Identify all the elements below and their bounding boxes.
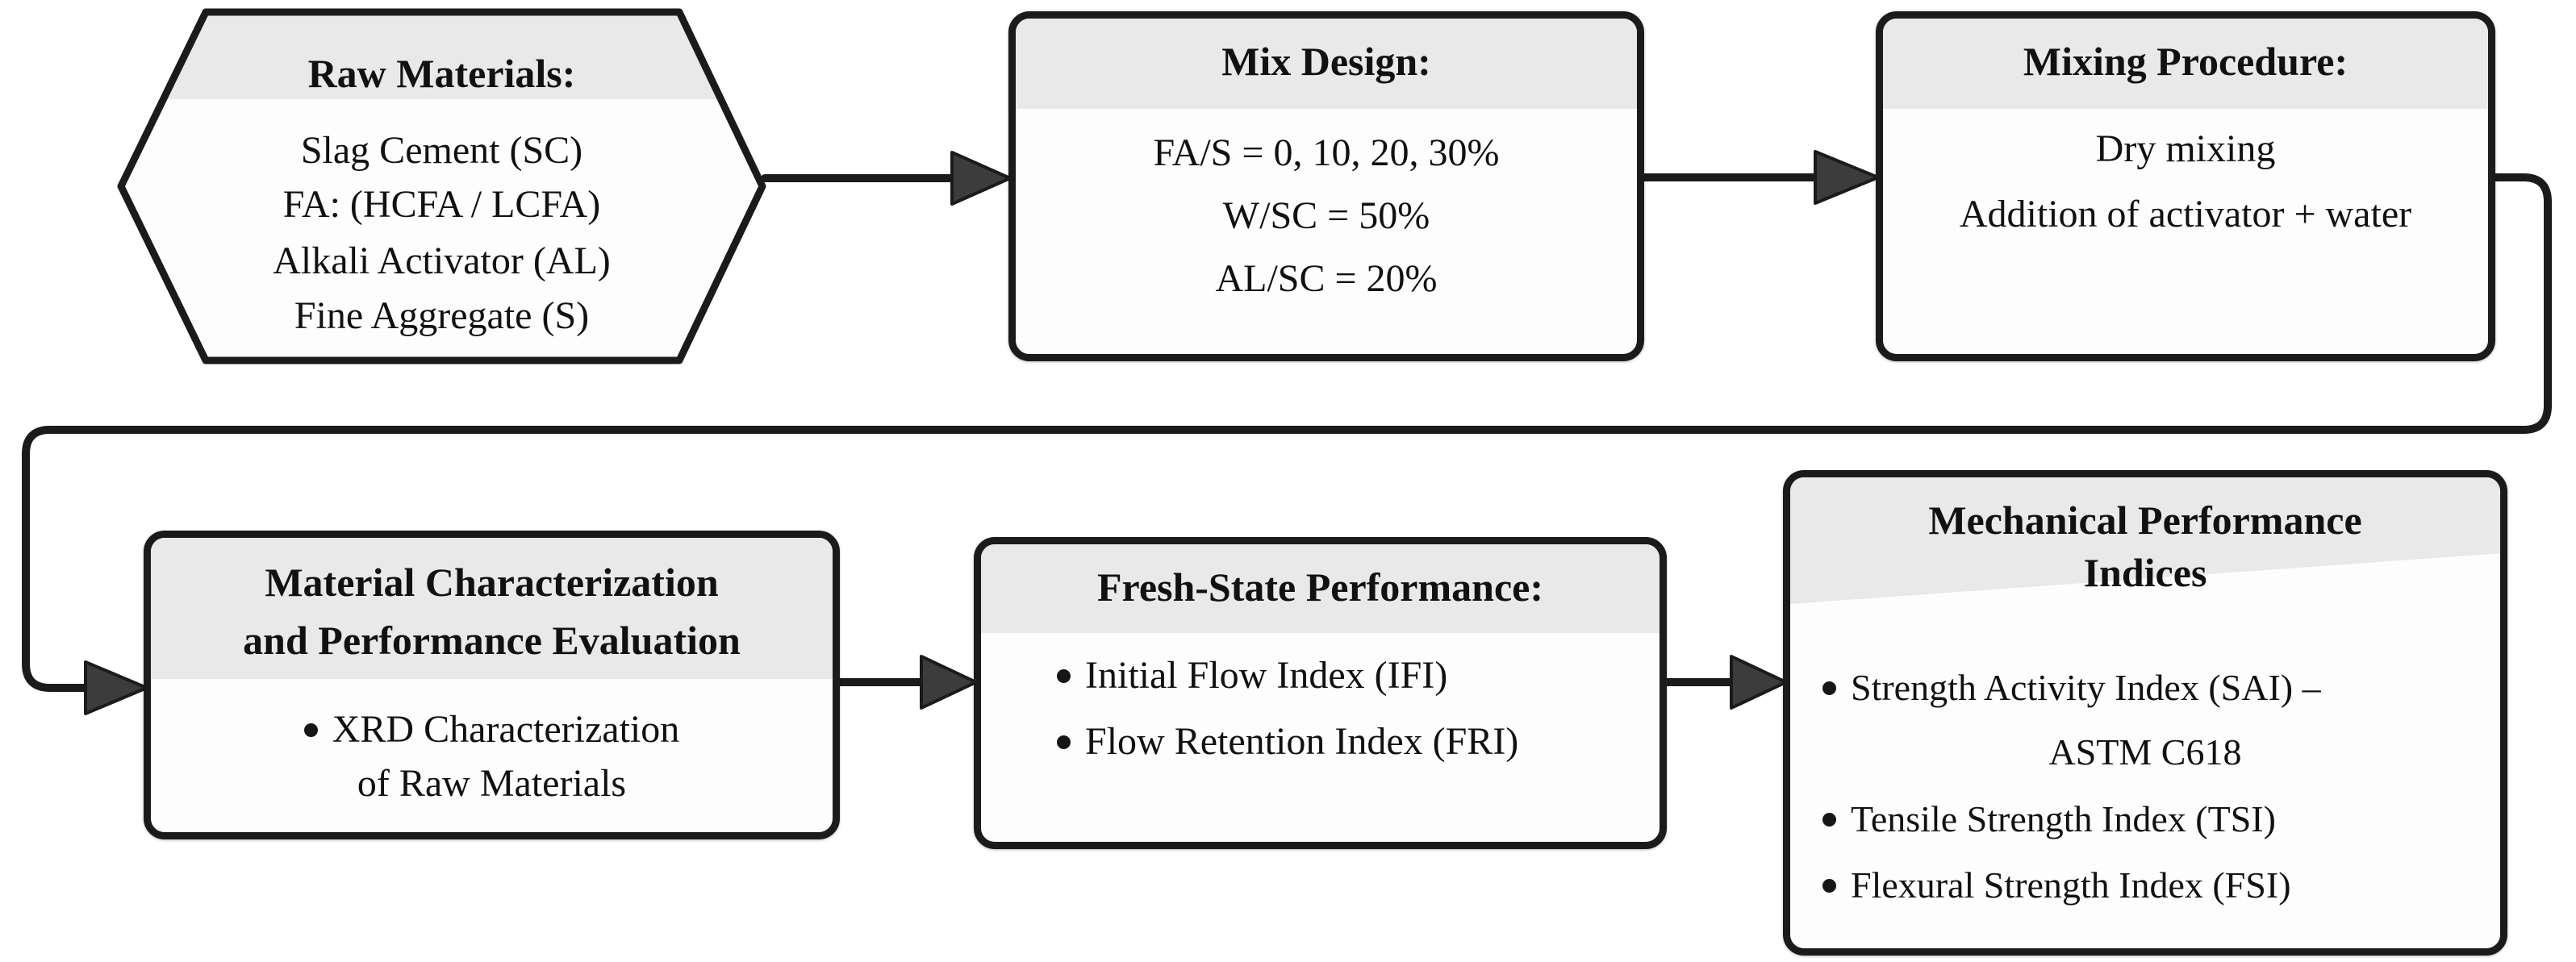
arrow-raw-to-mix [761,151,1012,206]
bullet-text: XRD Characterization [332,708,680,751]
connector-mixing-to-material [22,173,2552,715]
node-line: Alkali Activator (AL) [273,239,611,282]
node-header-band [1883,19,2488,109]
node-header-band [151,538,833,679]
node-fresh-state-performance: Fresh-State Performance: Initial Flow In… [974,537,1667,849]
arrow-mix-to-mixing [1635,150,1880,205]
bullet-continuation: of Raw Materials [357,762,627,805]
node-line: Addition of activator + water [1959,193,2412,235]
bullet-icon [1822,878,1836,893]
bullet-item: Tensile Strength Index (TSI) [1822,797,2276,842]
bullet-item: Flow Retention Index (FRI) [1057,719,1518,764]
bullet-item: XRD Characterization [151,707,833,752]
arrow-fresh-to-mechanical [1646,655,1788,710]
node-title: Mixing Procedure: [2023,39,2348,84]
node-line: AL/SC = 20% [1215,257,1438,300]
node-title: Mix Design: [1221,39,1431,84]
bullet-text: Strength Activity Index (SAI) – [1851,667,2321,708]
node-line: Dry mixing [2095,127,2276,170]
bullet-icon [303,723,318,737]
node-title: Mechanical Performance [1928,498,2362,543]
bullet-text: Flexural Strength Index (FSI) [1851,864,2291,906]
node-line: Slag Cement (SC) [300,129,583,172]
bullet-icon [1822,812,1836,827]
bullet-item: Strength Activity Index (SAI) – [1822,665,2321,710]
node-raw-materials: Raw Materials: Slag Cement (SC) FA: (HCF… [121,10,762,361]
node-line: FA: (HCFA / LCFA) [282,183,601,226]
node-mechanical-performance-indices: Mechanical Performance Indices Strength … [1783,470,2507,956]
node-line: Fine Aggregate (S) [294,294,590,337]
bullet-item: Flexural Strength Index (FSI) [1822,863,2291,908]
node-title: Raw Materials: [307,51,576,96]
node-title: and Performance Evaluation [243,618,741,663]
bullet-icon [1822,681,1836,695]
bullet-icon [1057,735,1071,749]
bullet-icon [1057,668,1071,683]
hexagon-node-border [117,8,766,364]
node-mix-design: Mix Design: FA/S = 0, 10, 20, 30% W/SC =… [1008,11,1644,361]
arrow-material-to-fresh [819,655,978,710]
bullet-text: Tensile Strength Index (TSI) [1851,798,2276,839]
node-title: Fresh-State Performance: [1096,564,1543,610]
bullet-item: Initial Flow Index (IFI) [1057,653,1447,698]
bullet-text: Initial Flow Index (IFI) [1085,654,1448,697]
node-header-band [981,544,1660,633]
node-line: W/SC = 50% [1222,194,1430,237]
node-title: Indices [2083,550,2207,595]
bullet-continuation: ASTM C618 [2048,731,2242,773]
node-line: FA/S = 0, 10, 20, 30% [1153,131,1500,174]
bullet-text: Flow Retention Index (FRI) [1085,720,1519,763]
node-material-characterization: Material Characterization and Performanc… [144,531,840,839]
node-mixing-procedure: Mixing Procedure: Dry mixing Addition of… [1876,11,2495,361]
node-title: Material Characterization [265,560,719,605]
hexagon-header-band [121,12,762,99]
node-header-band [1016,19,1637,109]
